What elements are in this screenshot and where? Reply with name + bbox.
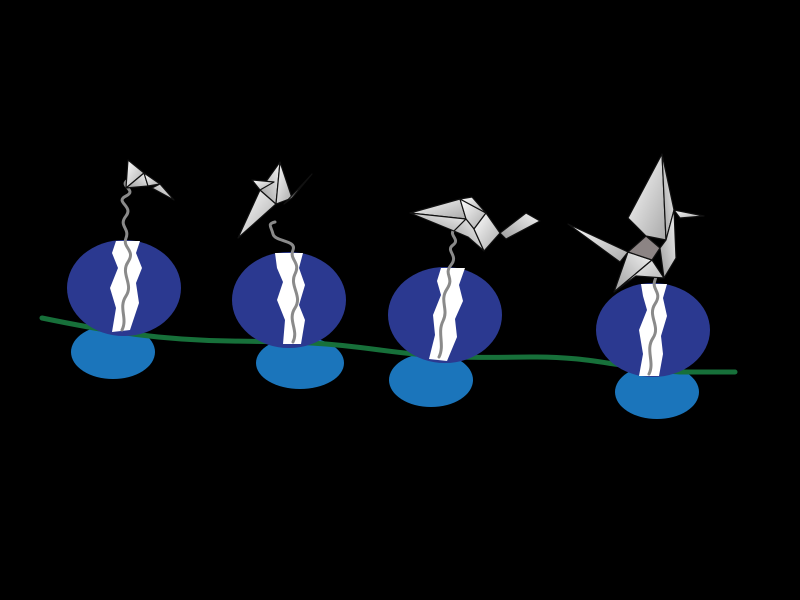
exit-tunnel	[639, 284, 667, 376]
nascent-chain	[437, 227, 458, 359]
origami-fold-1	[125, 159, 175, 201]
exit-tunnel	[275, 253, 305, 344]
small-subunit-1	[71, 325, 155, 379]
ribosome-1	[67, 178, 181, 336]
origami-crane-4	[567, 153, 705, 293]
exit-tunnel	[110, 241, 142, 332]
ribosome-4	[596, 268, 710, 377]
mrna-strand	[39, 315, 738, 375]
origami-fold-3	[409, 196, 541, 252]
nascent-chain	[268, 220, 300, 344]
small-subunit-2	[256, 337, 344, 389]
small-subunit-4	[615, 365, 699, 419]
small-subunit-3	[389, 353, 473, 407]
small-subunits	[71, 325, 699, 419]
ribosome-2	[232, 220, 346, 348]
nascent-chain	[120, 178, 132, 332]
ribosome-3	[388, 227, 502, 363]
origami-fold-2	[237, 161, 313, 239]
exit-tunnel	[429, 268, 465, 361]
